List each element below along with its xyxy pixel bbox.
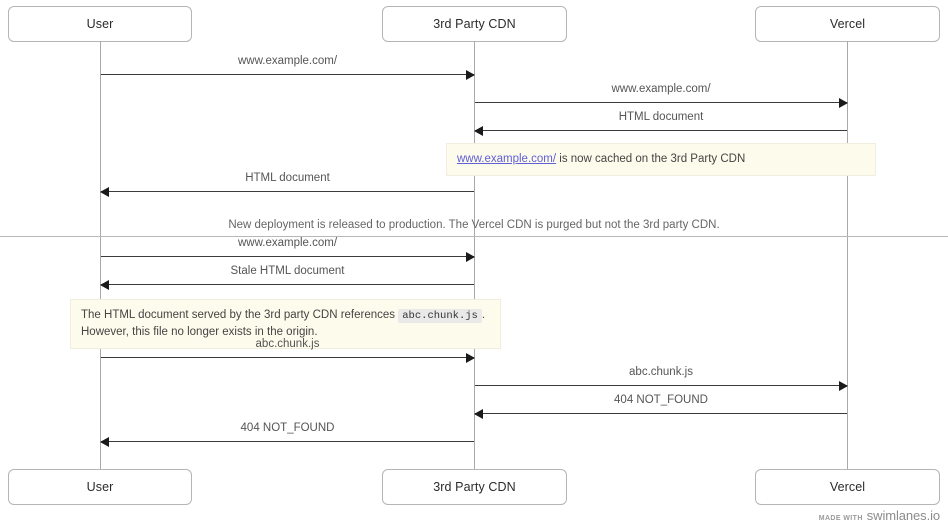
message-arrow-cdn-to-user-stale-html: Stale HTML document bbox=[100, 264, 474, 290]
participant-box-vercel-top[interactable]: Vercel bbox=[755, 6, 940, 42]
message-label-10: 404 NOT_FOUND bbox=[240, 422, 335, 434]
message-arrow-user-to-cdn-request-2: www.example.com/ bbox=[101, 236, 475, 262]
participant-box-user-top[interactable]: User bbox=[8, 6, 192, 42]
participant-box-cdn-bottom[interactable]: 3rd Party CDN bbox=[382, 469, 567, 505]
lifeline-vercel bbox=[847, 41, 848, 469]
message-line-7 bbox=[101, 357, 474, 358]
message-label-1: www.example.com/ bbox=[237, 55, 338, 67]
divider-rule bbox=[0, 236, 948, 237]
message-arrow-cdn-to-vercel-chunk: abc.chunk.js bbox=[475, 365, 848, 391]
message-arrow-user-to-cdn-request-1: www.example.com/ bbox=[101, 54, 475, 80]
message-arrow-cdn-to-user-html-1: HTML document bbox=[100, 171, 474, 197]
message-arrow-vercel-to-cdn-404: 404 NOT_FOUND bbox=[474, 393, 847, 419]
arrowhead-right-icon-8 bbox=[839, 381, 848, 391]
participant-label-user-top: User bbox=[86, 17, 114, 31]
participant-box-cdn-top[interactable]: 3rd Party CDN bbox=[382, 6, 567, 42]
message-line-5 bbox=[101, 256, 474, 257]
participant-label-vercel-top: Vercel bbox=[829, 17, 866, 31]
message-arrow-cdn-to-vercel-request-1: www.example.com/ bbox=[475, 82, 848, 108]
note-code-chunk: abc.chunk.js bbox=[398, 309, 482, 323]
divider-label: New deployment is released to production… bbox=[228, 219, 720, 231]
message-arrow-user-to-cdn-chunk: abc.chunk.js bbox=[101, 337, 475, 363]
arrowhead-left-icon-3 bbox=[474, 126, 483, 136]
arrowhead-right-icon-5 bbox=[466, 252, 475, 262]
note-text-after: . However, this file no longer exists in… bbox=[81, 309, 486, 338]
message-line-3 bbox=[475, 130, 847, 131]
note-text-before: The HTML document served by the 3rd part… bbox=[81, 309, 399, 321]
arrowhead-right-icon-2 bbox=[839, 98, 848, 108]
arrowhead-right-icon-7 bbox=[466, 353, 475, 363]
participant-label-cdn-top: 3rd Party CDN bbox=[433, 17, 516, 31]
arrowhead-left-icon-6 bbox=[100, 280, 109, 290]
message-line-2 bbox=[475, 102, 847, 103]
message-label-9: 404 NOT_FOUND bbox=[614, 394, 708, 406]
message-arrow-vercel-to-cdn-html-1: HTML document bbox=[474, 110, 847, 136]
message-line-10 bbox=[101, 441, 474, 442]
message-label-7: abc.chunk.js bbox=[255, 338, 320, 350]
message-label-2: www.example.com/ bbox=[611, 83, 711, 95]
made-with-label: Made with bbox=[818, 515, 863, 522]
note-chunk-missing: The HTML document served by the 3rd part… bbox=[70, 299, 501, 349]
arrowhead-right-icon-1 bbox=[466, 70, 475, 80]
note-text-cached: is now cached on the 3rd Party CDN bbox=[556, 153, 746, 165]
note-cached-on-cdn: www.example.com/ is now cached on the 3r… bbox=[446, 143, 876, 176]
message-line-8 bbox=[475, 385, 847, 386]
message-label-3: HTML document bbox=[618, 111, 704, 123]
arrowhead-left-icon-10 bbox=[100, 437, 109, 447]
message-line-9 bbox=[475, 413, 847, 414]
participant-box-user-bottom[interactable]: User bbox=[8, 469, 192, 505]
note-link-example-url[interactable]: www.example.com/ bbox=[457, 153, 557, 165]
arrowhead-left-icon-4 bbox=[100, 187, 109, 197]
participant-label-cdn-bottom: 3rd Party CDN bbox=[433, 480, 516, 494]
lifeline-user bbox=[100, 41, 101, 469]
message-line-6 bbox=[101, 284, 474, 285]
message-label-5: www.example.com/ bbox=[237, 237, 338, 249]
participant-box-vercel-bottom[interactable]: Vercel bbox=[755, 469, 940, 505]
message-line-1 bbox=[101, 74, 474, 75]
message-arrow-cdn-to-user-404: 404 NOT_FOUND bbox=[100, 421, 474, 447]
message-label-8: abc.chunk.js bbox=[629, 366, 693, 378]
arrowhead-left-icon-9 bbox=[474, 409, 483, 419]
message-label-4: HTML document bbox=[245, 172, 330, 184]
participant-label-vercel-bottom: Vercel bbox=[829, 480, 866, 494]
participant-label-user-bottom: User bbox=[86, 480, 114, 494]
brand-name-swimlanes: swimlanes.io bbox=[866, 508, 940, 523]
message-line-4 bbox=[101, 191, 474, 192]
footer-watermark[interactable]: Made with swimlanes.io bbox=[819, 508, 940, 523]
message-label-6: Stale HTML document bbox=[230, 265, 345, 277]
